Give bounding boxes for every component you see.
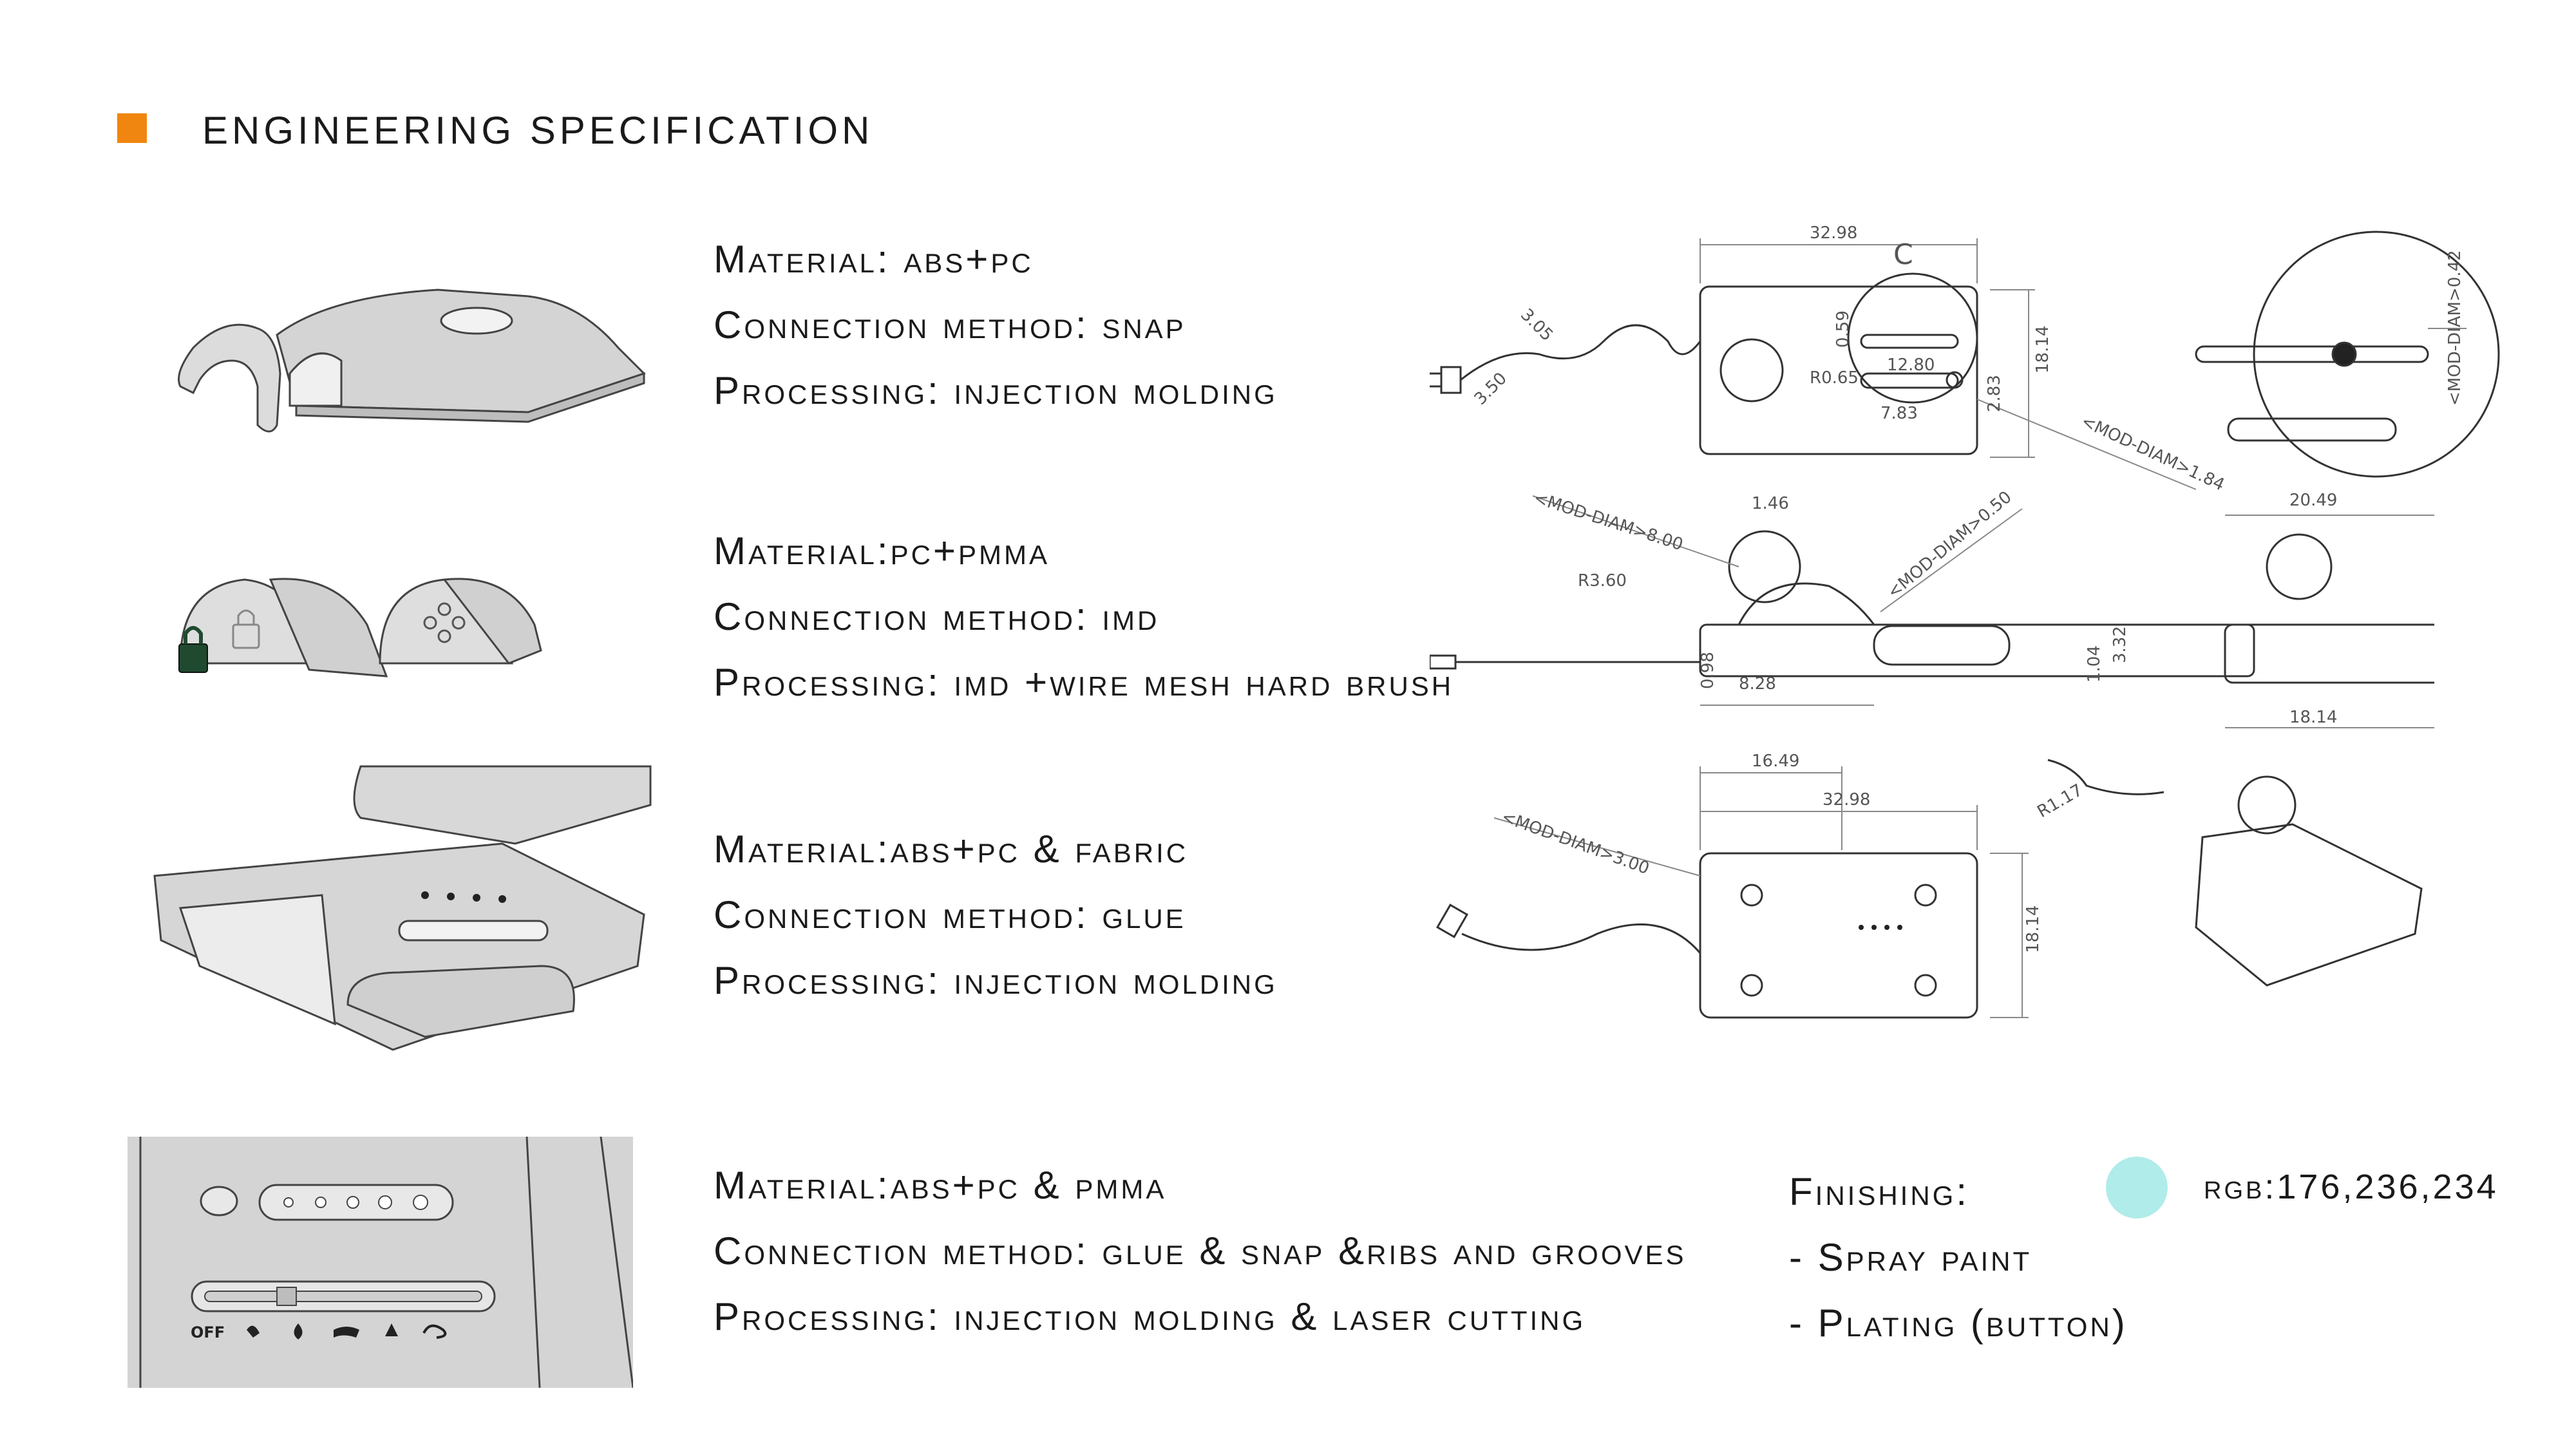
finishing-item: - Spray paint (1789, 1236, 2032, 1279)
dim-label: 18.14 (2289, 708, 2337, 727)
connection-text: Connection method: snap (714, 303, 1186, 346)
rgb-label: rgb:176,236,234 (2204, 1168, 2499, 1206)
dim-label: 32.98 (1810, 223, 1857, 243)
cover-part-render (178, 289, 646, 433)
dim-label: 2.83 (1985, 375, 2004, 412)
dim-label: 1.46 (1752, 494, 1789, 513)
color-swatch (2106, 1157, 2168, 1218)
dim-label: 0.98 (1698, 652, 1718, 689)
dim-label: 18.14 (2023, 905, 2043, 953)
dim-label: 16.49 (1752, 752, 1799, 771)
dim-label: 3.05 (1517, 305, 1557, 345)
technical-drawing-side-view: <MOD-DIAM>8.00 1.46 <MOD-DIAM>0.50 R3.60… (1430, 488, 2434, 728)
dim-label: R0.65 (1810, 368, 1859, 388)
dim-label: 0.59 (1833, 310, 1853, 348)
dim-label: <MOD-DIAM>0.50 (1884, 488, 2015, 602)
dim-label: <MOD-DIAM>3.00 (1499, 807, 1652, 878)
dim-label: <MOD-DIAM>8.00 (1531, 488, 1685, 554)
connection-text: Connection method: glue (714, 893, 1186, 936)
dim-label: 3.50 (1471, 369, 1511, 409)
button-covers-render (178, 578, 542, 677)
control-panel-render: OFF (128, 1137, 633, 1388)
dim-label: 1.04 (2085, 645, 2104, 683)
dim-label: 20.49 (2289, 491, 2337, 510)
processing-text: Processing: imd +wire mesh hard brush (714, 661, 1454, 704)
material-text: Material:abs+pc & fabric (714, 828, 1189, 871)
panel-off-label: OFF (191, 1323, 225, 1341)
processing-text: Processing: injection molding (714, 369, 1278, 412)
material-text: Material:pc+pmma (714, 529, 1050, 573)
processing-text: Processing: injection molding (714, 959, 1278, 1002)
connection-text: Connection method: glue & snap &ribs and… (714, 1229, 1687, 1273)
spec-block-cover: Material: abs+pc Connection method: snap… (714, 227, 1278, 424)
technical-drawing-bottom-view: 16.49 32.98 <MOD-DIAM>3.00 R1.17 18.14 (1435, 752, 2423, 1019)
dim-label: 18.14 (2033, 326, 2052, 374)
tray-assembly-render (153, 765, 652, 1051)
finishing-item: - Plating (button) (1789, 1302, 2128, 1345)
material-text: Material: abs+pc (714, 238, 1034, 281)
material-text: Material:abs+pc & pmma (714, 1164, 1167, 1207)
dim-label: 32.98 (1823, 790, 1870, 810)
spec-block-panel: Material:abs+pc & pmma Connection method… (714, 1153, 1687, 1350)
connection-text: Connection method: imd (714, 595, 1160, 638)
processing-text: Processing: injection molding & laser cu… (714, 1295, 1586, 1338)
dim-label: 3.32 (2110, 626, 2130, 663)
finishing-heading: Finishing: (1789, 1170, 1970, 1213)
dim-label: 12.80 (1887, 355, 1935, 375)
spec-block-buttons: Material:pc+pmma Connection method: imd … (714, 518, 1454, 715)
dim-label: 8.28 (1739, 674, 1776, 694)
dim-label: 7.83 (1880, 404, 1918, 423)
dim-label: C (1893, 238, 1913, 271)
dim-label: <MOD-DIAM>0.42 (2445, 250, 2465, 406)
finishing-block: Finishing: - Spray paint - Plating (butt… (1789, 1159, 2128, 1356)
technical-drawing-top-view: 32.98 C 3.05 3.50 0.59 R0.65 12.80 7.83 … (1430, 223, 2500, 495)
spec-block-tray: Material:abs+pc & fabric Connection meth… (714, 817, 1278, 1014)
title-marker (117, 113, 147, 143)
page-title: Engineering Specification (202, 109, 874, 152)
dim-label: R1.17 (2034, 781, 2087, 822)
dim-label: R3.60 (1578, 571, 1627, 591)
